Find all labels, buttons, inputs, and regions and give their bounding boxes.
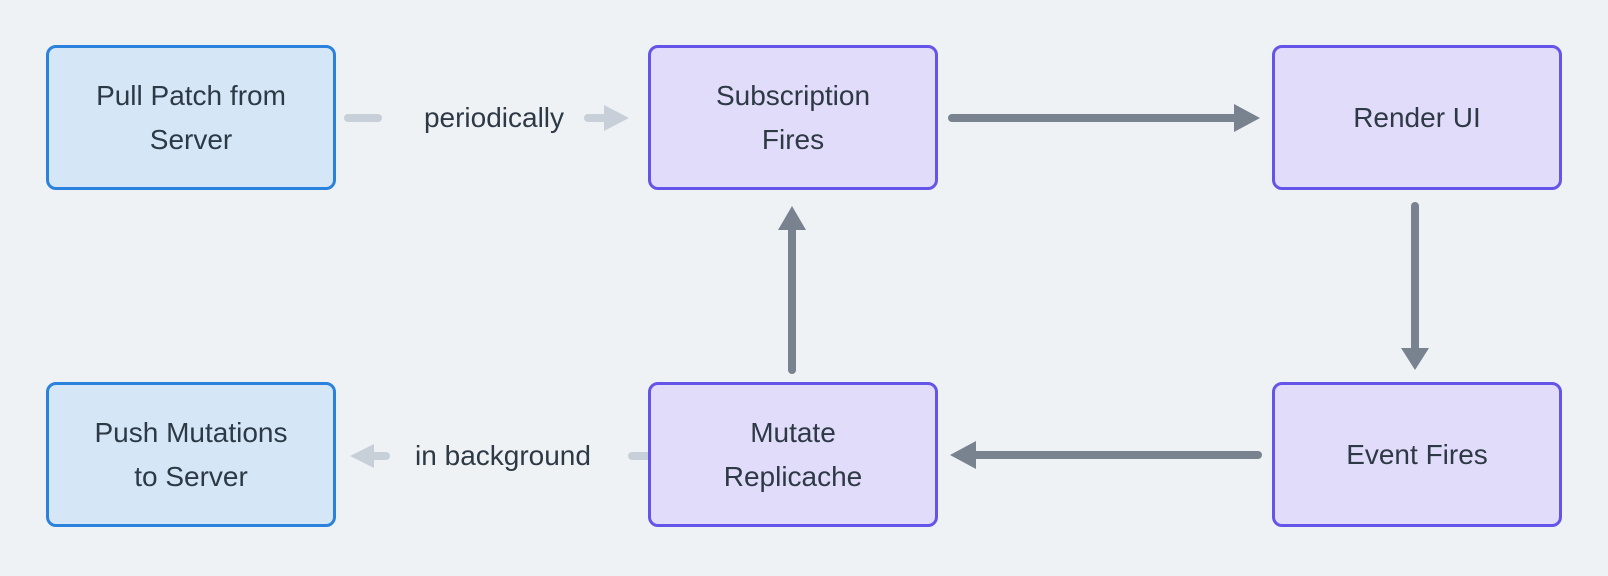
arrowhead-right-icon (604, 105, 629, 131)
node-label-line: Mutate (750, 416, 836, 448)
node-label-line: Server (149, 123, 233, 155)
edge-label-in-background: in background (415, 440, 591, 471)
node-label-line: Event Fires (1346, 438, 1488, 470)
edge-pull-patch-to-subscription-fires (344, 105, 629, 131)
node-subscription-fires: Subscription Fires (648, 45, 938, 190)
node-label-line: Fires (761, 123, 825, 155)
arrowhead-right-icon (1234, 104, 1260, 132)
node-render-ui: Render UI (1272, 45, 1562, 190)
edge-mutate-replicache-to-subscription-fires (778, 206, 806, 374)
edge-subscription-fires-to-render-ui (948, 104, 1260, 132)
node-label-line: to Server (134, 460, 248, 492)
arrowhead-up-icon (778, 206, 806, 230)
arrowhead-left-icon (350, 444, 374, 468)
arrowhead-left-icon (950, 441, 976, 469)
edge-mutate-replicache-to-push-mutations (350, 444, 654, 468)
node-event-fires: Event Fires (1272, 382, 1562, 527)
node-push-mutations-to-server: Push Mutations to Server (46, 382, 336, 527)
node-label-line: Replicache (723, 460, 863, 492)
node-label-line: Render UI (1353, 101, 1481, 133)
edge-render-ui-to-event-fires (1401, 202, 1429, 370)
arrowhead-down-icon (1401, 348, 1429, 370)
edge-label-periodically: periodically (423, 102, 565, 133)
node-label-line: Subscription (715, 79, 871, 111)
edge-event-fires-to-mutate-replicache (950, 441, 1262, 469)
node-label-line: Pull Patch from (96, 79, 286, 111)
node-mutate-replicache: Mutate Replicache (648, 382, 938, 527)
node-label-line: Push Mutations (94, 416, 288, 448)
node-pull-patch-from-server: Pull Patch from Server (46, 45, 336, 190)
